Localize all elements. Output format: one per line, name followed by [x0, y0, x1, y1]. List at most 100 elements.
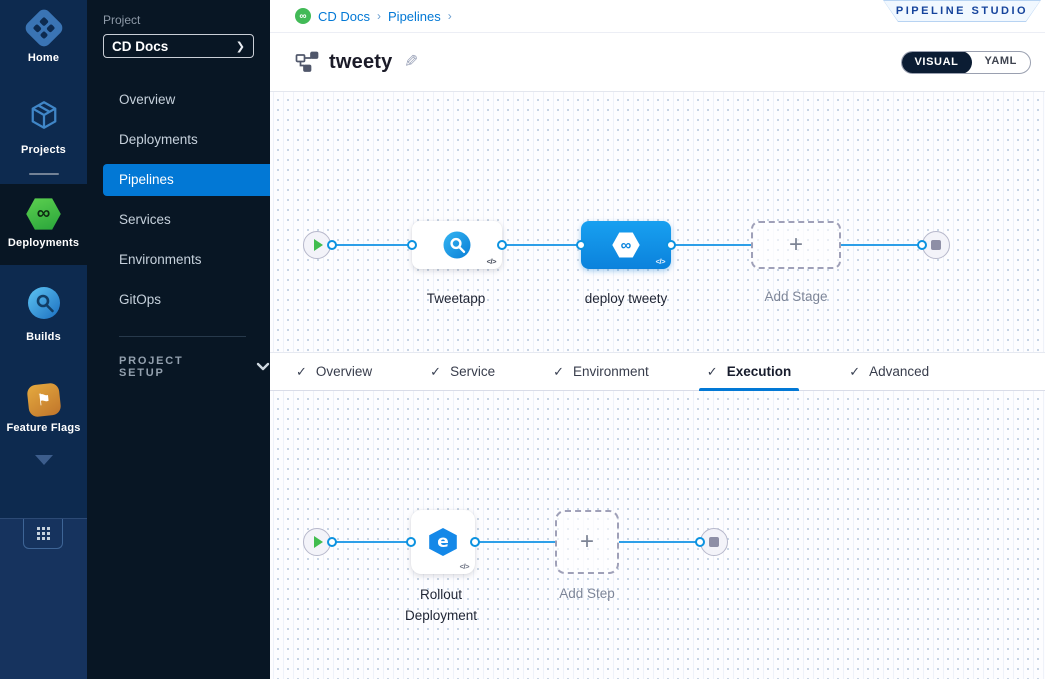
- check-icon: ✓: [706, 363, 718, 379]
- tab-label: Environment: [573, 364, 649, 379]
- breadcrumb-separator: ›: [377, 9, 382, 23]
- check-icon: ✓: [553, 363, 564, 379]
- tab-environment[interactable]: ✓ Environment: [553, 353, 649, 390]
- breadcrumb-pipelines-link[interactable]: Pipelines: [388, 8, 441, 24]
- project-setup-label: PROJECT SETUP: [119, 355, 184, 379]
- sidebar-item-gitops[interactable]: GitOps: [119, 292, 162, 307]
- tab-overview[interactable]: ✓ Overview: [296, 353, 372, 390]
- tab-label: Service: [450, 364, 496, 379]
- add-step-button[interactable]: +: [555, 510, 619, 574]
- stop-icon: [931, 240, 941, 250]
- rail-item-label: Feature Flags: [6, 422, 81, 434]
- view-toggle: VISUAL YAML: [900, 50, 1031, 74]
- rail-bottom-section: [0, 518, 87, 679]
- module-rail: Home Projects ∞ Deployments: [0, 0, 87, 679]
- sidebar-item-deployments[interactable]: Deployments: [119, 132, 198, 147]
- tab-label: Advanced: [869, 364, 930, 379]
- deployments-cd-icon: ∞: [26, 198, 61, 230]
- node-port: [497, 240, 507, 250]
- node-port: [327, 537, 337, 547]
- check-icon: ✓: [296, 363, 307, 379]
- tab-label: Overview: [315, 364, 373, 379]
- cd-stage-icon: ∞: [612, 232, 640, 258]
- execution-start-node: [303, 528, 331, 556]
- sidebar-item-pipelines[interactable]: Pipelines: [103, 164, 270, 196]
- breadcrumb-project-link[interactable]: CD Docs: [318, 8, 371, 24]
- rail-item-label: Builds: [26, 331, 61, 343]
- builds-ci-icon: [27, 286, 61, 325]
- tab-advanced[interactable]: ✓ Advanced: [849, 353, 929, 390]
- plus-icon: +: [788, 231, 803, 258]
- projects-cube-icon: [26, 97, 62, 138]
- pipeline-studio-badge: PIPELINE STUDIO: [883, 0, 1041, 22]
- edit-pencil-icon[interactable]: ✎: [404, 52, 419, 71]
- rail-item-label: Projects: [20, 144, 66, 156]
- breadcrumb-separator: ›: [447, 9, 452, 23]
- toggle-yaml-button[interactable]: YAML: [984, 54, 1017, 67]
- project-setup-toggle[interactable]: PROJECT SETUP: [87, 337, 270, 379]
- edge: [332, 541, 411, 543]
- code-icon: </>: [459, 562, 470, 571]
- play-icon: [314, 536, 323, 548]
- rail-item-home[interactable]: Home: [0, 0, 87, 73]
- execution-graph-canvas[interactable]: e </> + Rollout Deployment Add Step: [270, 391, 1045, 679]
- breadcrumb: ∞ CD Docs › Pipelines ›: [270, 0, 1045, 33]
- project-selector-value: CD Docs: [112, 38, 169, 54]
- check-icon: ✓: [430, 363, 442, 379]
- add-step-label: Add Step: [559, 586, 615, 601]
- tab-execution[interactable]: ✓ Execution: [698, 353, 800, 391]
- rail-item-label: Deployments: [7, 237, 80, 249]
- rail-item-builds[interactable]: Builds: [0, 276, 87, 352]
- cd-module-icon: ∞: [295, 8, 311, 24]
- edge: [502, 244, 581, 246]
- edge: [619, 541, 700, 543]
- edge: [475, 541, 555, 543]
- node-port: [406, 537, 416, 547]
- toggle-visual-button[interactable]: VISUAL: [901, 51, 973, 73]
- rail-item-feature-flags[interactable]: ⚑ Feature Flags: [0, 374, 87, 443]
- project-label: Project: [103, 13, 141, 27]
- rail-collapse-chevron-icon[interactable]: [34, 455, 53, 465]
- pipeline-name: tweety: [329, 50, 393, 73]
- project-selector[interactable]: CD Docs ❯: [103, 34, 254, 58]
- pipeline-graph-icon: [295, 51, 319, 73]
- stage-label: Tweetapp: [426, 291, 486, 306]
- stage-node-deploy-tweety[interactable]: ∞ </>: [581, 221, 671, 269]
- main-area: PIPELINE STUDIO ∞ CD Docs › Pipelines › …: [270, 0, 1045, 679]
- rail-item-deployments[interactable]: ∞ Deployments: [0, 184, 87, 265]
- stage-graph-canvas[interactable]: </> ∞ </> + Tweetapp deploy tweety Add S…: [270, 92, 1045, 352]
- sidebar-nav: Overview Deployments Pipelines Services …: [87, 80, 270, 320]
- rail-item-label: Home: [27, 52, 60, 64]
- node-port: [576, 240, 586, 250]
- stage-node-tweetapp[interactable]: </>: [412, 221, 502, 269]
- node-port: [917, 240, 927, 250]
- step-label: Rollout Deployment: [404, 587, 478, 623]
- play-icon: [314, 239, 323, 251]
- node-port: [470, 537, 480, 547]
- sidebar-item-overview[interactable]: Overview: [119, 92, 176, 107]
- plus-icon: +: [579, 528, 594, 555]
- add-stage-button[interactable]: +: [751, 221, 841, 269]
- code-icon: </>: [486, 257, 497, 266]
- chevron-down-icon: [256, 358, 270, 376]
- tab-service[interactable]: ✓ Service: [430, 353, 495, 390]
- edge: [332, 244, 412, 246]
- stage-label: deploy tweety: [584, 291, 668, 306]
- step-node-rollout-deployment[interactable]: e </>: [411, 510, 475, 574]
- check-icon: ✓: [849, 363, 861, 379]
- rail-item-projects[interactable]: Projects: [0, 87, 87, 165]
- sidebar-item-environments[interactable]: Environments: [119, 252, 202, 267]
- add-stage-label: Add Stage: [764, 289, 828, 304]
- module-grid-button[interactable]: [23, 519, 63, 549]
- pipeline-title-bar: tweety ✎ VISUAL YAML: [270, 33, 1045, 92]
- pipeline-studio-badge-text: PIPELINE STUDIO: [884, 1, 1040, 21]
- node-port: [695, 537, 705, 547]
- rollout-deployment-icon: e: [429, 528, 457, 556]
- grid-icon: [36, 527, 50, 540]
- sidebar-divider: [119, 336, 246, 337]
- ci-stage-icon: [443, 231, 471, 259]
- code-icon: </>: [655, 257, 666, 266]
- sidebar-item-services[interactable]: Services: [119, 212, 171, 227]
- node-port: [666, 240, 676, 250]
